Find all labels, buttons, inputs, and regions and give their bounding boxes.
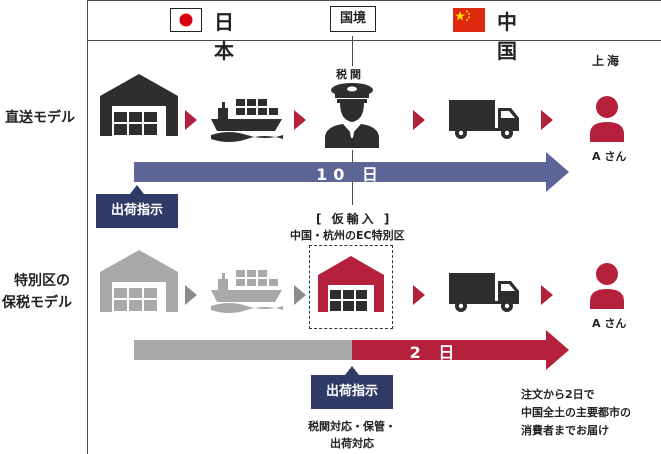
china-label: 中国 [497, 10, 523, 63]
row2-label-line2: 保税モデル [2, 295, 72, 311]
customs-officer-icon [325, 83, 379, 148]
bonded-zone-box [309, 245, 393, 329]
row1-instruction-pointer [130, 185, 144, 194]
chevron-right-icon [541, 285, 553, 305]
border-label-box: 国境 [330, 6, 376, 32]
cargo-ship-icon [211, 99, 283, 142]
delivery-note: 注文から2日で 中国全土の主要都市の 消費者までお届け [521, 386, 631, 440]
person-icon [590, 263, 624, 309]
row2-instruction-pointer [345, 366, 359, 375]
row2-label: 特別区の 保税モデル [2, 270, 72, 314]
row2-customer-label: A さん [592, 317, 627, 330]
warehouse-icon [100, 74, 178, 136]
row1-duration-arrow [134, 152, 569, 192]
frame-header-divider [87, 40, 661, 41]
row2-duration-label: 2 日 [409, 343, 461, 362]
handling-note-line1: 税関対応・保管・ [308, 420, 396, 433]
customs-label: 税関 [336, 68, 364, 81]
warehouse-icon [318, 256, 384, 312]
row1-label: 直送モデル [5, 110, 75, 126]
border-center-line-top [352, 36, 353, 66]
truck-icon [449, 100, 519, 139]
truck-icon [449, 273, 519, 312]
japan-label: 日本 [214, 10, 240, 63]
chevron-right-icon [185, 285, 197, 305]
frame-left-line [87, 0, 88, 454]
row1-duration-label: 10 日 [316, 165, 384, 184]
delivery-note-line1: 注文から2日で [521, 388, 595, 401]
delivery-note-line2: 中国全土の主要都市の [521, 406, 631, 419]
chevron-right-icon [541, 110, 553, 130]
person-icon [590, 96, 624, 142]
warehouse-icon [100, 250, 178, 312]
japan-flag-icon [170, 8, 202, 32]
row2-shipping-instruction: 出荷指示 [311, 375, 393, 409]
row1-customer-label: A さん [592, 150, 627, 163]
chevron-right-icon [185, 110, 197, 130]
row1-shipping-instruction: 出荷指示 [96, 194, 178, 228]
handling-note-line2: 出荷対応 [330, 437, 374, 450]
handling-note: 税関対応・保管・ 出荷対応 [297, 418, 407, 452]
border-label: 国境 [339, 11, 366, 26]
destination-label: 上海 [592, 54, 623, 68]
china-flag-icon [453, 8, 485, 32]
row2-duration-arrow [134, 330, 569, 370]
cargo-ship-icon [211, 270, 283, 313]
chevron-right-icon [413, 285, 425, 305]
delivery-note-line3: 消費者までお届け [521, 424, 609, 437]
frame-top-line [87, 0, 661, 1]
bonded-subtitle: 中国・杭州のEC特別区 [290, 229, 405, 242]
chevron-right-icon [413, 110, 425, 130]
row2-label-line1: 特別区の [14, 273, 70, 289]
bonded-title: [ 仮輸入 ] [316, 212, 393, 226]
chevron-right-icon [294, 285, 306, 305]
chevron-right-icon [294, 110, 306, 130]
